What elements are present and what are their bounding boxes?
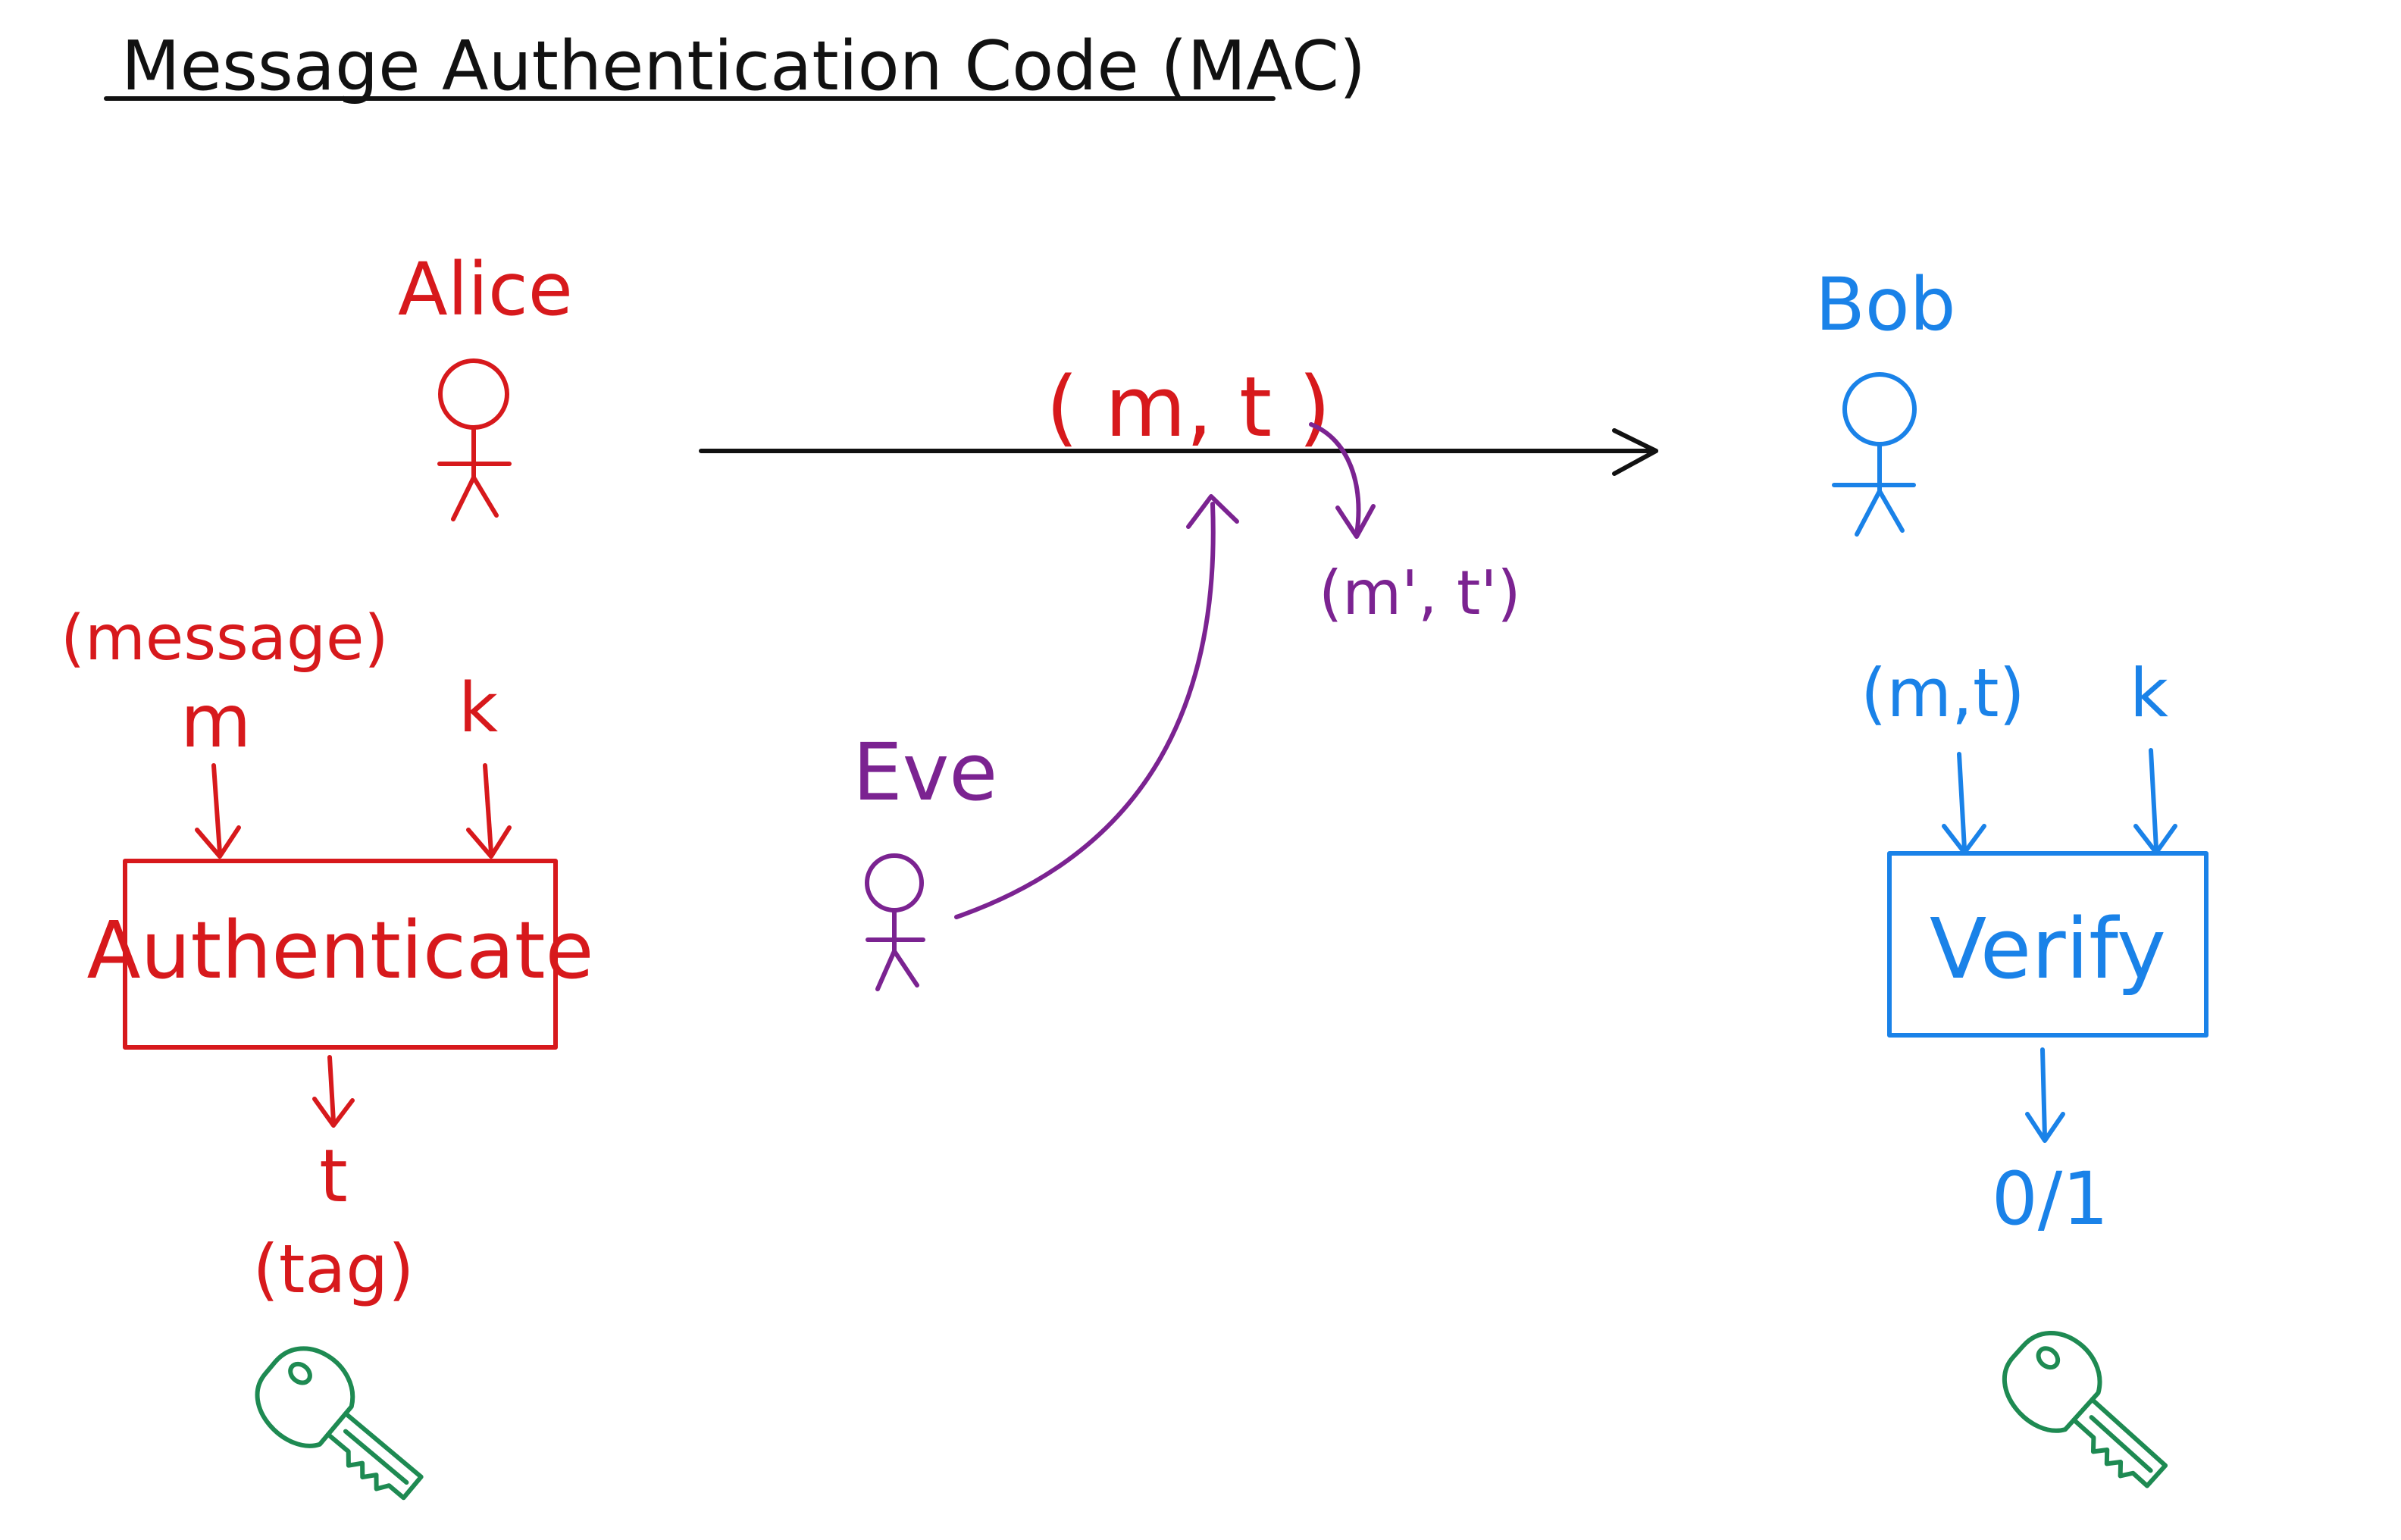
- tamper-arrow-icon: [1309, 422, 1376, 539]
- bob-section: Bob (m,t) k Verify 0/1: [1815, 262, 2208, 1488]
- bob-key-icon: [2002, 1331, 2168, 1488]
- authenticate-box: [123, 859, 558, 1050]
- alice-message-var: m: [180, 679, 252, 764]
- eve-name: Eve: [853, 726, 997, 819]
- bob-stick-figure-icon: [1832, 372, 1917, 537]
- alice-tag-var: t: [319, 1134, 348, 1219]
- alice-key-arrow-icon: [466, 763, 512, 859]
- alice-key-var: k: [459, 668, 498, 748]
- verify-label: Verify: [1930, 900, 2166, 997]
- alice-tag-label: (tag): [253, 1230, 415, 1308]
- page-title: Message Authentication Code (MAC): [121, 27, 1366, 106]
- authenticate-label: Authenticate: [87, 904, 594, 997]
- bob-input-arrow-icon: [1942, 752, 1986, 855]
- tampered-message: (m', t'): [1319, 558, 1521, 628]
- bob-output-label: 0/1: [1992, 1157, 2109, 1241]
- alice-message-label: (message): [61, 603, 389, 675]
- channel-arrow-icon: [1612, 428, 1658, 476]
- channel: ( m, t ) (m', t'): [699, 358, 1658, 628]
- alice-stick-figure-icon: [437, 358, 512, 521]
- bob-key-var: k: [2130, 654, 2168, 732]
- channel-message: ( m, t ): [1046, 358, 1331, 455]
- alice-output-arrow-icon: [312, 1055, 355, 1128]
- bob-input-label: (m,t): [1861, 654, 2025, 732]
- bob-output-arrow-icon: [2025, 1047, 2065, 1143]
- bob-key-arrow-icon: [2133, 748, 2177, 855]
- bob-name: Bob: [1815, 262, 1956, 347]
- eve-stick-figure-icon: [865, 853, 925, 991]
- verify-box: [1887, 851, 2208, 1038]
- alice-section: Alice (message) m k Authenticate t (tag): [61, 247, 594, 1501]
- alice-key-icon: [255, 1346, 424, 1501]
- eve-intercept-arrow-icon: [954, 494, 1239, 919]
- alice-message-arrow-icon: [195, 763, 241, 859]
- alice-name: Alice: [398, 247, 573, 332]
- eve-section: Eve: [853, 494, 1239, 991]
